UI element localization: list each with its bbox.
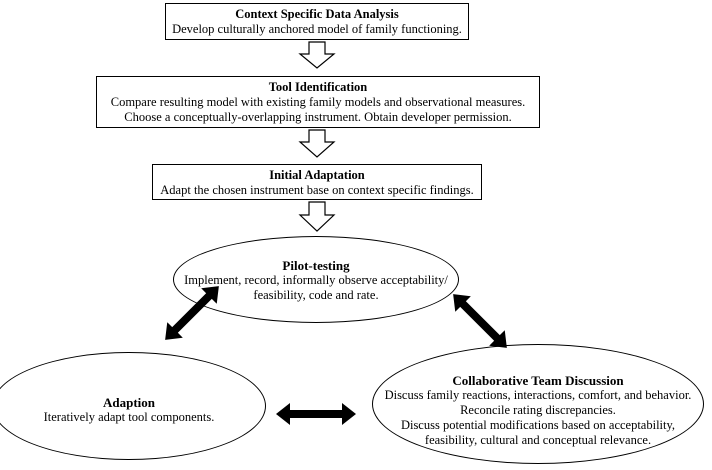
double-arrow-pilot-team bbox=[453, 294, 507, 348]
step-title: Tool Identification bbox=[268, 80, 368, 94]
down-arrow-1 bbox=[298, 41, 336, 69]
ellipse-description-line: Implement, record, informally observe ac… bbox=[184, 273, 448, 287]
ellipse-description-line: Discuss family reactions, interactions, … bbox=[384, 388, 692, 402]
step-title: Context Specific Data Analysis bbox=[235, 7, 399, 21]
ellipse-description-line: feasibility, cultural and conceptual rel… bbox=[424, 433, 652, 447]
double-arrow-adaption-team bbox=[276, 403, 356, 425]
double-arrow-pilot-adaption bbox=[165, 286, 219, 340]
step-box-initial-adaptation: Initial Adaptation Adapt the chosen inst… bbox=[152, 164, 482, 200]
ellipse-pilot-testing: Pilot-testing Implement, record, informa… bbox=[173, 236, 459, 323]
ellipse-title: Adaption bbox=[102, 395, 156, 410]
step-description-line: Compare resulting model with existing fa… bbox=[110, 95, 526, 109]
ellipse-title: Collaborative Team Discussion bbox=[452, 373, 624, 388]
step-box-tool-identification: Tool Identification Compare resulting mo… bbox=[96, 76, 540, 128]
ellipse-description-line: Iteratively adapt tool components. bbox=[43, 410, 215, 424]
step-description-line: Choose a conceptually-overlapping instru… bbox=[124, 110, 512, 124]
step-description: Develop culturally anchored model of fam… bbox=[172, 22, 462, 36]
step-description: Adapt the chosen instrument base on cont… bbox=[160, 183, 474, 197]
ellipse-description-line: feasibility, code and rate. bbox=[253, 288, 379, 302]
ellipse-adaption: Adaption Iteratively adapt tool componen… bbox=[0, 352, 266, 460]
step-title: Initial Adaptation bbox=[269, 168, 365, 182]
ellipse-collaborative-team-discussion: Collaborative Team Discussion Discuss fa… bbox=[372, 344, 704, 464]
step-box-context-analysis: Context Specific Data Analysis Develop c… bbox=[165, 3, 469, 40]
ellipse-description-line: Reconcile rating discrepancies. bbox=[460, 403, 616, 417]
down-arrow-3 bbox=[298, 201, 336, 232]
ellipse-title: Pilot-testing bbox=[282, 258, 350, 273]
ellipse-description-line: Discuss potential modifications based on… bbox=[400, 418, 676, 432]
down-arrow-2 bbox=[298, 129, 336, 158]
